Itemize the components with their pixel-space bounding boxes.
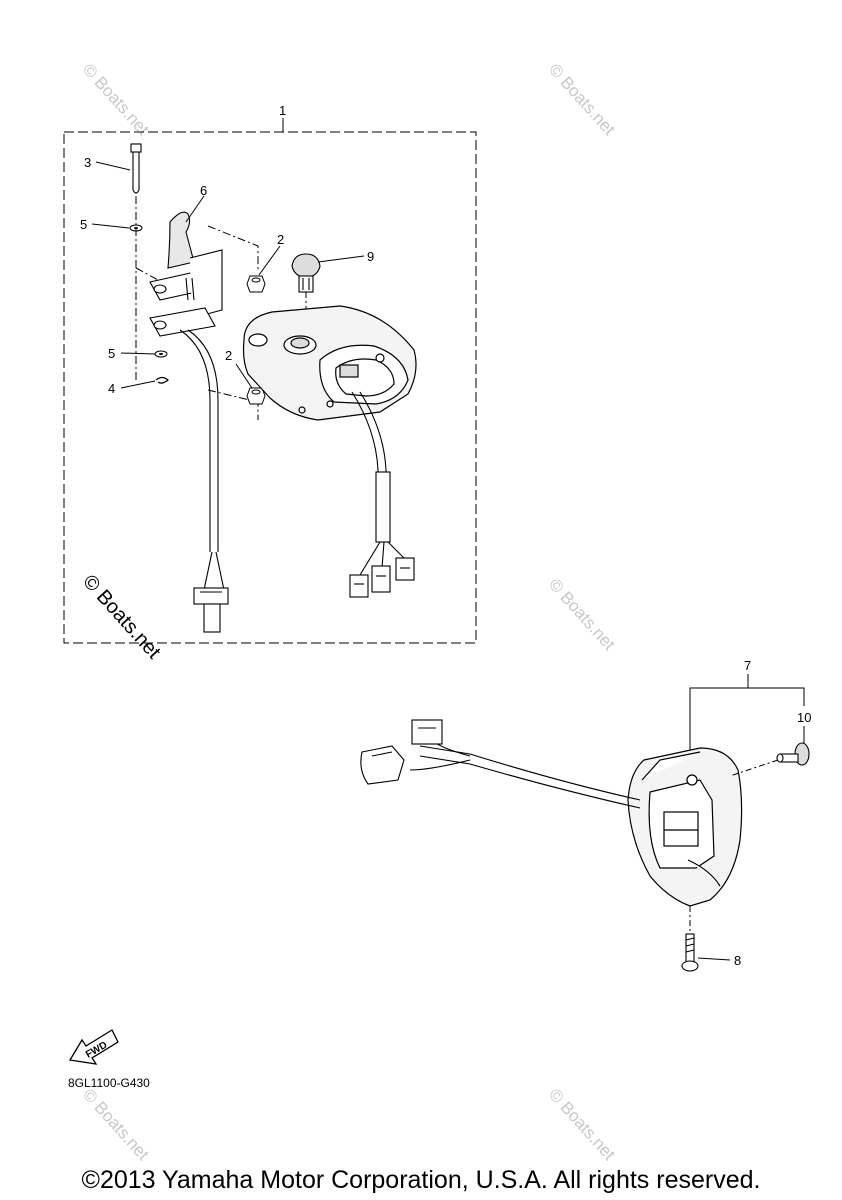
fwd-label: FWD: [84, 1040, 109, 1061]
callout-1: 1: [279, 103, 286, 118]
watermark-5: © Boats.net: [545, 1085, 619, 1164]
reference-code: 8GL1100-G430: [68, 1076, 150, 1090]
fwd-arrow-icon: FWD: [68, 1029, 119, 1065]
callout-3: 3: [84, 155, 91, 170]
assembly-1-frame: [63, 131, 477, 644]
screw-part-10: [776, 742, 810, 766]
clip-part-4: [155, 376, 169, 384]
right-connectors: [349, 557, 415, 598]
callout-9: 9: [367, 249, 374, 264]
assembly-7-bracket: [689, 687, 805, 760]
bolt-part-3: [130, 143, 142, 194]
leader-6: [185, 195, 205, 223]
callout-10: 10: [797, 710, 811, 725]
switch-housing: [242, 305, 417, 421]
leader-5b: [120, 352, 156, 355]
leader-4: [120, 380, 156, 389]
housing-7-connectors: [360, 719, 443, 785]
leader-8: [697, 957, 731, 961]
watermark-4: © Boats.net: [79, 1085, 153, 1164]
callout-5a: 5: [80, 217, 87, 232]
lever-part-6: [149, 211, 223, 337]
watermark-1: © Boats.net: [79, 60, 153, 139]
callout-2b: 2: [225, 348, 232, 363]
housing-7-wires: [409, 739, 641, 809]
leader-3: [95, 161, 131, 171]
leader-5a: [91, 223, 130, 229]
washer-part-5-bottom: [154, 350, 168, 358]
knob-part-9: [291, 253, 321, 293]
watermarks: © Boats.net © Boats.net © Boats.net © Bo…: [78, 60, 619, 1164]
copyright-notice: ©2013 Yamaha Motor Corporation, U.S.A. A…: [81, 1166, 761, 1194]
callout-2a: 2: [277, 232, 284, 247]
screw-part-8: [681, 933, 699, 972]
watermark-dark: © Boats.net: [78, 571, 165, 664]
callout-8: 8: [734, 953, 741, 968]
leader-9: [317, 255, 365, 263]
switch-housing-7: [627, 747, 743, 907]
dashdot-screw-axis: [729, 759, 779, 777]
left-wire-harness: [179, 329, 225, 591]
leader-2a: [258, 245, 281, 276]
nut-part-2-top: [246, 275, 266, 293]
callout-5b: 5: [108, 346, 115, 361]
right-wire-harness: [351, 391, 407, 576]
callouts: 1 3 6 5 2 9 5 2 4 7 10 8: [80, 103, 811, 968]
watermark-3: © Boats.net: [545, 575, 619, 654]
left-connector: [193, 587, 229, 633]
callout-7: 7: [744, 658, 751, 673]
leader-2b: [235, 363, 253, 389]
watermark-2: © Boats.net: [545, 60, 619, 139]
callout-6: 6: [200, 183, 207, 198]
callout-4: 4: [108, 381, 115, 396]
